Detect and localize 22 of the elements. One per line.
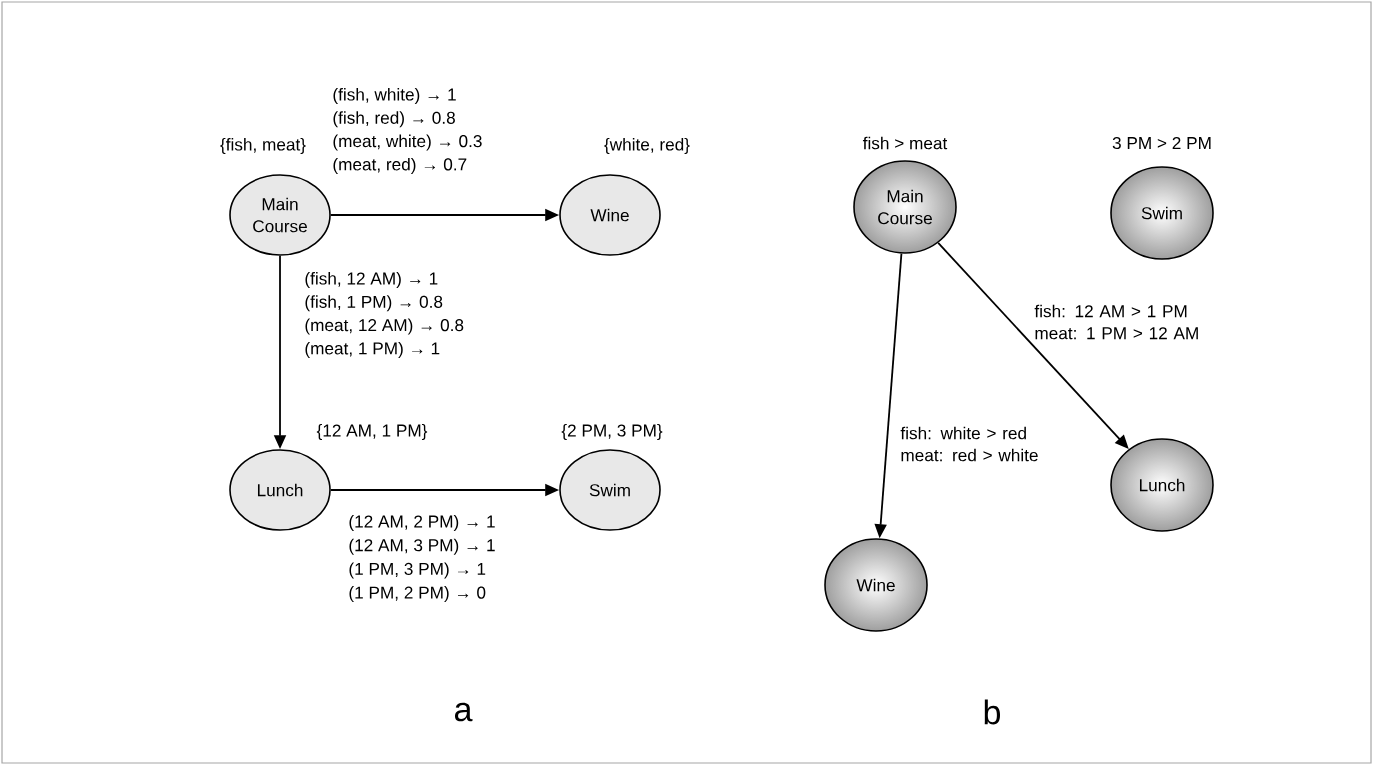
mapping-row: (meat, red) → 0.7	[333, 157, 467, 174]
edge-label: fish: 12 AM > 1 PM meat: 1 PM > 12 AM	[1034, 304, 1198, 340]
mapping-row: (1 PM, 2 PM) → 0	[349, 586, 486, 603]
mapping-row: (meat, 12 AM) → 0.8	[305, 318, 464, 335]
node-caption: 3 PM > 2 PM	[1112, 136, 1211, 150]
node-caption: fish > meat	[862, 136, 948, 150]
mapping-row: (12 AM, 3 PM) → 1	[349, 538, 495, 555]
node-caption: {fish, meat}	[220, 138, 306, 154]
mapping-row: (fish, 1 PM) → 0.8	[305, 295, 443, 312]
mapping-row: (fish, red) → 0.8	[333, 111, 455, 128]
panel-label: b	[984, 699, 1000, 725]
node-caption: {2 PM, 3 PM}	[561, 424, 663, 440]
mapping-row: (meat, 1 PM) → 1	[305, 341, 440, 358]
mapping-row: (meat, white) → 0.3	[333, 134, 482, 151]
node-caption: {white, red}	[604, 138, 690, 154]
mapping-row: (fish, 12 AM) → 1	[305, 272, 438, 288]
mapping-row: (fish, white) → 1	[333, 88, 456, 104]
mapping-row: (1 PM, 3 PM) → 1	[349, 562, 486, 579]
mapping-row: (12 AM, 2 PM) → 1	[349, 515, 495, 531]
node-caption: {12 AM, 1 PM}	[316, 424, 428, 440]
edge-label: fish: white > red meat: red > white	[900, 426, 1038, 462]
panel-label: a	[455, 702, 473, 722]
